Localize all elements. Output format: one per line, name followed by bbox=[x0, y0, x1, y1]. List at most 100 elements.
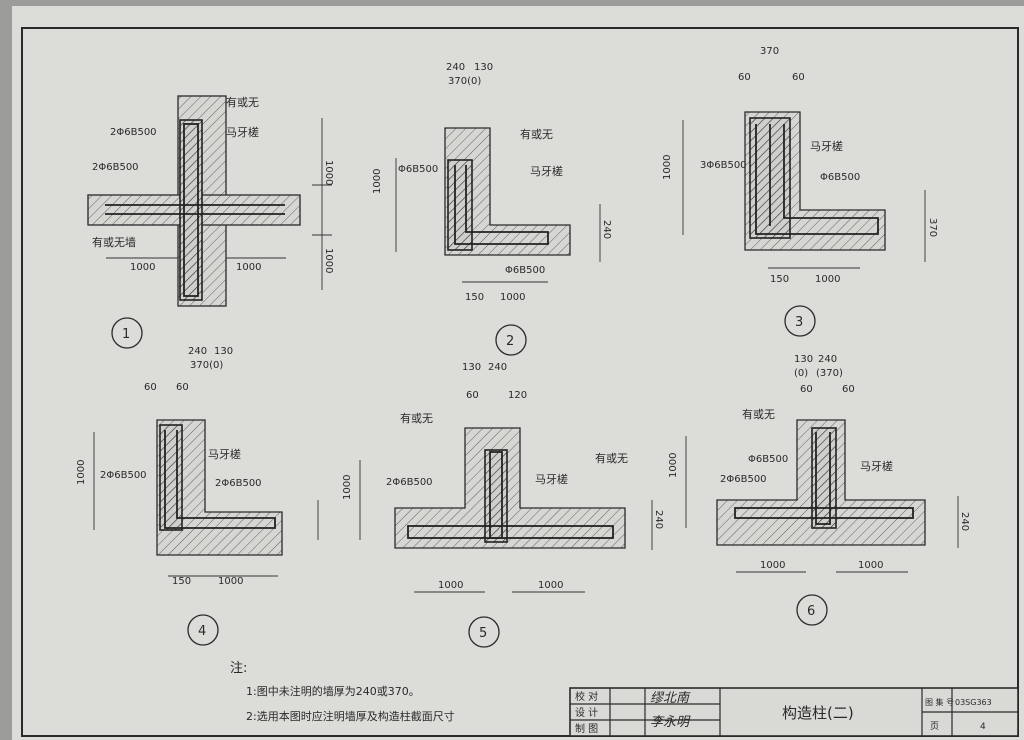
dim-370-0: 370(0) bbox=[190, 360, 223, 371]
label-you-huo-wu: 有或无 bbox=[400, 411, 433, 425]
paper bbox=[12, 6, 1024, 740]
detail-5: 130 240 60 120 有或无 有或无 马牙槎 2Φ6Β500 1000 … bbox=[342, 362, 664, 648]
dim-1000: 1000 bbox=[858, 560, 883, 571]
dim-1000: 1000 bbox=[236, 262, 261, 273]
label-rebar-phi6: Φ6Β500 bbox=[748, 454, 788, 465]
label-rebar-phi6: Φ6Β500 bbox=[820, 172, 860, 183]
dim-60: 60 bbox=[842, 384, 855, 395]
note-line-1: 1:图中未注明的墙厚为240或370。 bbox=[246, 684, 420, 698]
dim-1000: 1000 bbox=[662, 155, 673, 180]
page-label: 页 bbox=[930, 721, 939, 732]
detail-2: 240 130 370(0) 有或无 马牙槎 Φ6Β500 Φ6Β500 150… bbox=[372, 62, 612, 356]
dim-1000: 1000 bbox=[760, 560, 785, 571]
label-ma-ya-cha: 马牙槎 bbox=[530, 164, 563, 178]
label-you-huo-wu-qiang: 有或无墙 bbox=[92, 235, 136, 249]
note-line-2: 2:选用本图时应注明墙厚及构造柱截面尺寸 bbox=[246, 709, 455, 723]
label-ma-ya-cha: 马牙槎 bbox=[208, 447, 241, 461]
dim-60: 60 bbox=[144, 382, 157, 393]
drawing-title: 构造柱(二) bbox=[782, 704, 854, 722]
label-ma-ya-cha: 马牙槎 bbox=[860, 459, 893, 473]
dim-240: 240 bbox=[601, 220, 612, 239]
label-you-huo-wu: 有或无 bbox=[520, 127, 553, 141]
detail-number-circle bbox=[784, 305, 816, 337]
dim-1000: 1000 bbox=[500, 292, 525, 303]
detail-number-circle bbox=[111, 317, 143, 349]
dim-1000: 1000 bbox=[323, 160, 334, 185]
dim-370: 370 bbox=[760, 46, 779, 57]
dim-130: 130 bbox=[474, 62, 493, 73]
dim-120: 120 bbox=[508, 390, 527, 401]
dim-1000: 1000 bbox=[76, 460, 87, 485]
dim-60: 60 bbox=[800, 384, 813, 395]
signature-1: 缪北南 bbox=[650, 691, 691, 706]
dim-1000: 1000 bbox=[372, 169, 383, 194]
dim-150: 150 bbox=[172, 576, 191, 587]
title-row-check: 校 对 bbox=[575, 690, 598, 703]
atlas-label: 图 集 号 bbox=[925, 697, 954, 707]
page-number: 4 bbox=[980, 722, 986, 732]
dim-0-paren: (0) bbox=[794, 368, 808, 379]
label-rebar-2phi6: 2Φ6Β500 bbox=[386, 477, 433, 488]
dim-130: 130 bbox=[794, 354, 813, 365]
detail-number: 6 bbox=[807, 604, 815, 619]
label-you-huo-wu: 有或无 bbox=[226, 95, 259, 109]
dim-1000: 1000 bbox=[323, 248, 334, 273]
label-rebar-3phi6: 3Φ6Β500 bbox=[700, 160, 747, 171]
title-block: 校 对 设 计 制 图 缪北南 李永明 构造柱(二) 图 集 号 03SG363… bbox=[569, 687, 1019, 737]
label-ma-ya-cha: 马牙槎 bbox=[535, 472, 568, 486]
dim-1000: 1000 bbox=[815, 274, 840, 285]
detail-number: 1 bbox=[122, 327, 130, 342]
title-row-draw: 制 图 bbox=[575, 722, 598, 735]
title-row-design: 设 计 bbox=[575, 706, 598, 719]
dim-240: 240 bbox=[446, 62, 465, 73]
detail-number-circle bbox=[187, 614, 219, 646]
detail-number-circle bbox=[468, 616, 500, 648]
label-ma-ya-cha: 马牙槎 bbox=[226, 125, 259, 139]
label-rebar-2phi6: 2Φ6Β500 bbox=[100, 470, 147, 481]
detail-1: 有或无 马牙槎 2Φ6Β500 2Φ6Β500 有或无墙 1000 1000 1… bbox=[87, 95, 334, 371]
detail-3: 370 60 60 马牙槎 3Φ6Β500 Φ6Β500 150 1000 10… bbox=[662, 46, 938, 337]
label-you-huo-wu: 有或无 bbox=[742, 407, 775, 421]
detail-number-circle bbox=[796, 594, 828, 626]
dim-130: 130 bbox=[462, 362, 481, 373]
signature-2: 李永明 bbox=[650, 715, 691, 730]
dim-240: 240 bbox=[818, 354, 837, 365]
dim-60: 60 bbox=[466, 390, 479, 401]
dim-60: 60 bbox=[738, 72, 751, 83]
dim-370: 370 bbox=[927, 218, 938, 237]
detail-number-circle bbox=[495, 324, 527, 356]
dim-240: 240 bbox=[959, 512, 970, 531]
dim-1000: 1000 bbox=[342, 475, 353, 500]
detail-6: 130 240 (0) (370) 60 60 有或无 Φ6Β500 马牙槎 2… bbox=[668, 354, 970, 626]
notes-header: 注: bbox=[230, 661, 247, 676]
drawing-frame bbox=[21, 27, 1019, 737]
dim-370-0: 370(0) bbox=[448, 76, 481, 87]
dim-240: 240 bbox=[653, 510, 664, 529]
label-rebar-2phi6: 2Φ6Β500 bbox=[720, 474, 767, 485]
detail-number: 3 bbox=[795, 315, 803, 330]
dim-240: 240 bbox=[488, 362, 507, 373]
dim-1000: 1000 bbox=[438, 580, 463, 591]
label-rebar-2phi6: 2Φ6Β500 bbox=[110, 127, 157, 138]
dim-150: 150 bbox=[770, 274, 789, 285]
label-ma-ya-cha: 马牙槎 bbox=[810, 139, 843, 153]
label-rebar-2phi6: 2Φ6Β500 bbox=[215, 478, 262, 489]
dim-130: 130 bbox=[214, 346, 233, 357]
detail-4: 60 60 马牙槎 2Φ6Β500 2Φ6Β500 150 1000 1000 … bbox=[76, 382, 319, 646]
dim-60: 60 bbox=[176, 382, 189, 393]
dim-1000: 1000 bbox=[668, 453, 679, 478]
dim-240: 240 bbox=[188, 346, 207, 357]
dim-1000: 1000 bbox=[538, 580, 563, 591]
label-you-huo-wu: 有或无 bbox=[595, 451, 628, 465]
dim-150: 150 bbox=[465, 292, 484, 303]
dim-60: 60 bbox=[792, 72, 805, 83]
detail-number: 4 bbox=[198, 624, 206, 639]
atlas-number: 03SG363 bbox=[955, 698, 992, 707]
dim-1000: 1000 bbox=[218, 576, 243, 587]
dim-370-paren: (370) bbox=[816, 368, 843, 379]
label-rebar-2phi6: 2Φ6Β500 bbox=[92, 162, 139, 173]
detail-number: 5 bbox=[479, 626, 487, 641]
notes: 注: 1:图中未注明的墙厚为240或370。 2:选用本图时应注明墙厚及构造柱截… bbox=[230, 661, 455, 723]
dim-1000: 1000 bbox=[130, 262, 155, 273]
